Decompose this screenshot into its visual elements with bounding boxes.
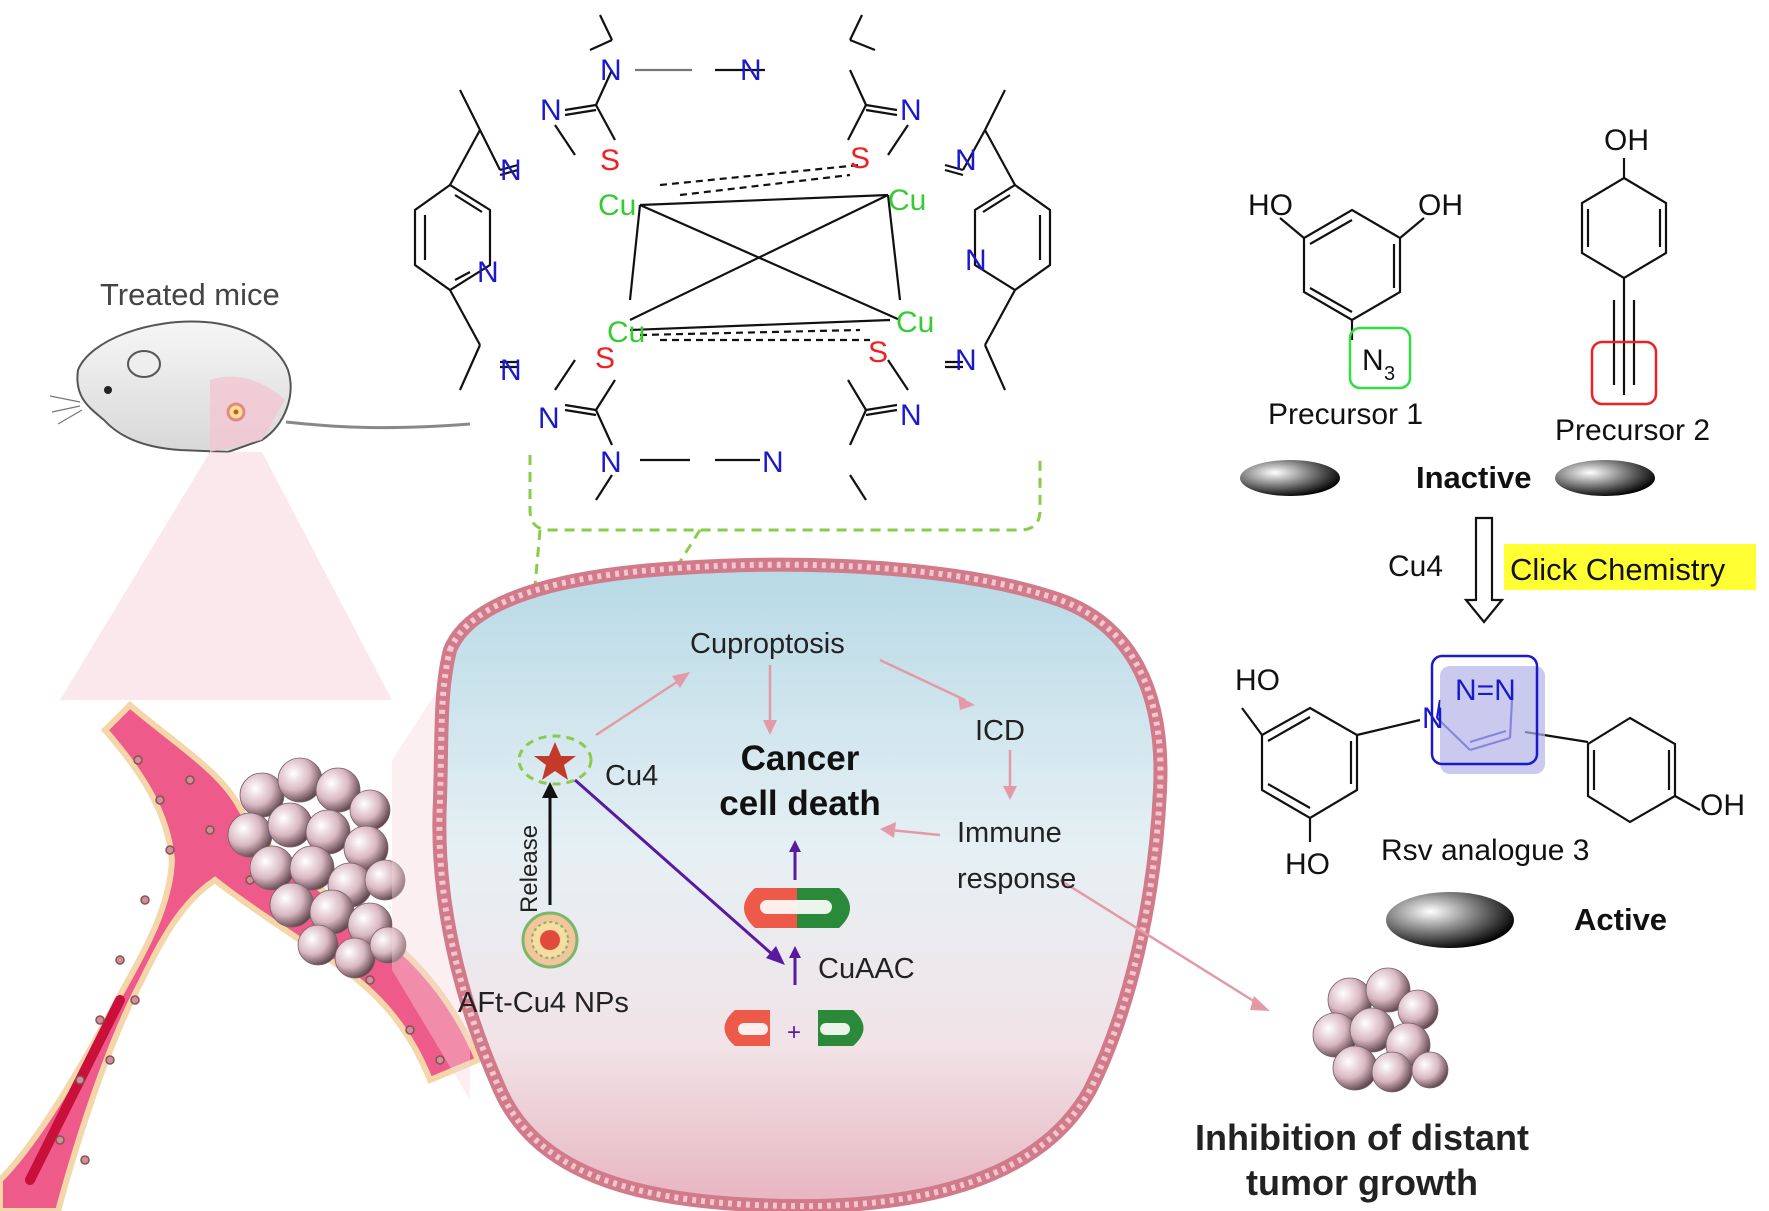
precursor2-structure <box>1580 158 1668 395</box>
triazole-n1: N <box>1422 702 1444 735</box>
triazole-nnn: N=N <box>1455 674 1516 707</box>
atom-cu: Cu <box>888 184 926 217</box>
zoom-cone <box>60 452 392 700</box>
aft-cu4-nanoparticle-icon <box>521 911 579 969</box>
cu4-complex-structure <box>413 14 1052 501</box>
atom-n: N <box>538 402 560 435</box>
atom-n: N <box>500 354 522 387</box>
atom-s: S <box>850 142 870 175</box>
atom-n: N <box>955 144 977 177</box>
atom-cu: Cu <box>598 189 636 222</box>
atom-n: N <box>600 54 622 87</box>
atom-n: N <box>600 446 622 479</box>
analogue-ho-top: HO <box>1235 664 1280 697</box>
precursor2-label: Precursor 2 <box>1555 414 1710 447</box>
distant-line2: tumor growth <box>1246 1162 1478 1203</box>
cu4-cell-label: Cu4 <box>605 760 658 792</box>
analogue-structure <box>1241 706 1701 842</box>
azide-sub: 3 <box>1384 363 1395 385</box>
atom-n: N <box>955 344 977 377</box>
atom-s: S <box>595 342 615 375</box>
click-chemistry-label: Click Chemistry <box>1510 552 1726 587</box>
cuproptosis-label: Cuproptosis <box>690 628 845 660</box>
p1-oh: OH <box>1418 189 1463 222</box>
atom-n: N <box>540 94 562 127</box>
analogue-oh: OH <box>1700 789 1745 822</box>
atom-n: N <box>965 244 987 277</box>
atom-n: N <box>477 256 499 289</box>
azide-n: N <box>1362 344 1384 377</box>
atom-cu: Cu <box>607 316 645 349</box>
plus-label: + <box>787 1019 801 1046</box>
precursor1-label: Precursor 1 <box>1268 398 1423 431</box>
capsule-left-icon <box>724 1010 770 1046</box>
immune-line2: response <box>957 863 1076 895</box>
atom-cu: Cu <box>896 306 934 339</box>
atom-n: N <box>500 154 522 187</box>
icd-label: ICD <box>975 715 1025 747</box>
inactive-label: Inactive <box>1416 460 1531 495</box>
immune-line1: Immune <box>957 817 1062 849</box>
cuaac-arrow <box>574 778 774 957</box>
cuaac-arrowhead <box>766 946 785 965</box>
click-highlight <box>1504 544 1756 590</box>
azide-box <box>1348 326 1412 390</box>
treated-mice-label: Treated mice <box>100 277 280 312</box>
cu4-complex-atoms: N N N N N N N N N N N N N N S S S S Cu C… <box>477 54 987 479</box>
inactive-right-ellipse <box>1555 460 1655 496</box>
primary-tumor <box>227 757 407 979</box>
joined-capsule-icon <box>744 888 850 928</box>
death-up-arrowhead <box>789 840 801 852</box>
precursor1-structure <box>1279 208 1425 340</box>
active-label: Active <box>1574 902 1667 937</box>
cancer-death-line1: Cancer <box>741 739 860 778</box>
alkyne-box <box>1590 340 1658 406</box>
triazole-shadow <box>1440 666 1545 774</box>
p1-ho: HO <box>1248 189 1293 222</box>
distant-line1: Inhibition of distant <box>1195 1117 1529 1158</box>
atom-s: S <box>600 144 620 177</box>
cancer-cell <box>432 557 1168 1211</box>
atom-n: N <box>900 94 922 127</box>
release-arrowhead <box>542 782 558 798</box>
capsule-right-icon <box>818 1010 864 1046</box>
cell-arrowheads <box>672 672 1270 1011</box>
atom-n: N <box>762 446 784 479</box>
p2-oh: OH <box>1604 124 1649 157</box>
cuaac-up-arrowhead <box>789 946 801 958</box>
reaction-arrow <box>1463 516 1505 624</box>
analogue-ho-bottom: HO <box>1285 848 1330 881</box>
cu4-highlight <box>517 734 593 786</box>
cell-arrows <box>595 658 1261 1007</box>
inactive-left-ellipse <box>1240 460 1340 496</box>
active-ellipse <box>1386 892 1514 948</box>
atom-n: N <box>900 399 922 432</box>
nps-label: AFt-Cu4 NPs <box>458 987 629 1019</box>
distant-tumor <box>1312 967 1449 1093</box>
triazole-box <box>1430 654 1539 766</box>
cu4-reagent-label: Cu4 <box>1388 550 1443 583</box>
atom-n: N <box>740 54 762 87</box>
atom-s: S <box>868 336 888 369</box>
cuaac-label: CuAAC <box>818 953 915 985</box>
cu4-star-icon <box>534 742 576 780</box>
analogue-label: Rsv analogue 3 <box>1381 834 1589 867</box>
mouse-illustration <box>49 320 471 454</box>
cancer-death-line2: cell death <box>719 784 880 823</box>
release-label: Release <box>516 825 543 913</box>
